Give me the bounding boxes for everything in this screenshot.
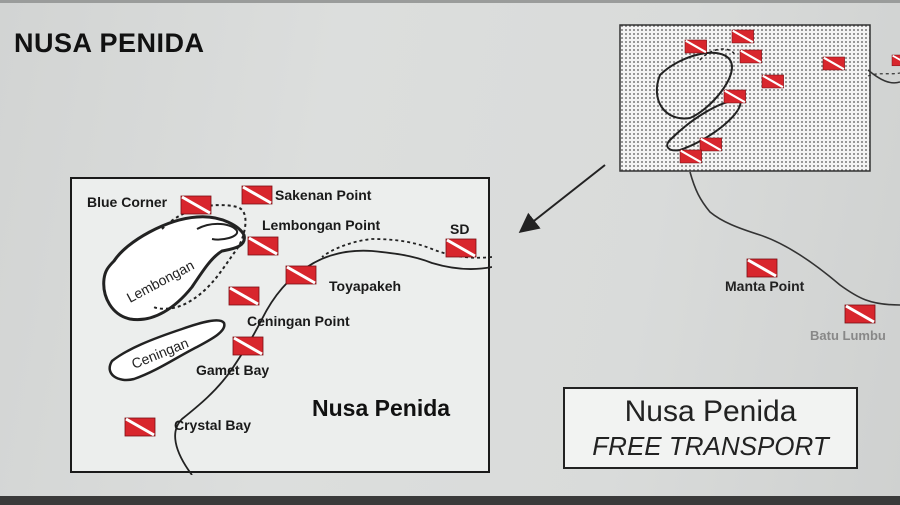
promo-title: Nusa Penida: [624, 395, 797, 428]
label-toyapakeh: Toyapakeh: [329, 278, 402, 294]
flag-crystal-bay: [123, 416, 157, 438]
flag-sd: [444, 237, 478, 259]
overview-island-lembongan: [655, 51, 733, 120]
label-blue-corner: Blue Corner: [87, 194, 168, 210]
promo-box: Nusa Penida FREE TRANSPORT: [563, 387, 858, 469]
overview-flag: [891, 54, 900, 67]
overview-flag: [722, 88, 747, 105]
label-ceningan-point: Ceningan Point: [247, 313, 350, 329]
sheet-top-edge: [0, 0, 900, 3]
overview-flag: [683, 38, 708, 55]
flag-ceningan-point: [227, 285, 261, 307]
flag-gamet-bay: [231, 335, 265, 357]
overview-flag: [698, 136, 723, 153]
overview-island-ceningan: [666, 98, 742, 152]
sheet-bottom-edge: [0, 496, 900, 505]
overview-flag: [760, 73, 785, 90]
promo-subtitle: FREE TRANSPORT: [592, 431, 829, 461]
label-crystal-bay: Crystal Bay: [174, 417, 252, 433]
label-sakenan-point: Sakenan Point: [275, 187, 372, 203]
flag-blue-corner: [179, 194, 213, 216]
reef-line-top: [867, 72, 900, 77]
inset-map-graphics: Lembongan Ceningan: [102, 184, 492, 475]
reef-line-lembongan: [153, 204, 247, 310]
coastline-top: [867, 69, 900, 84]
inset-map: Lembongan Ceningan Blue Corner Sakenan P…: [70, 177, 492, 475]
lembongan-inlet: [196, 223, 239, 241]
flag-lembongan-point: [246, 235, 280, 257]
page-title: NUSA PENIDA: [14, 28, 205, 58]
island-lembongan: [102, 215, 246, 322]
overview-flag: [738, 48, 763, 65]
overview-reef-line: [699, 48, 736, 61]
label-gamet-bay: Gamet Bay: [196, 362, 270, 378]
island-ceningan: [108, 319, 226, 382]
label-batu-lumbu: Batu Lumbu: [810, 328, 886, 343]
overview-flag: [730, 28, 755, 45]
batu-lumbu-flag: [843, 303, 877, 325]
flag-toyapakeh: [284, 264, 318, 286]
overview-flag: [678, 148, 703, 165]
pointer-arrow: [518, 164, 606, 233]
label-manta-point: Manta Point: [725, 278, 805, 294]
label-lembongan-point: Lembongan Point: [262, 217, 381, 233]
inset-map-title: Nusa Penida: [312, 395, 451, 421]
overview-flag: [821, 55, 846, 72]
label-sd: SD: [450, 221, 470, 237]
manta-point-flag: [745, 257, 779, 279]
flag-sakenan-point: [240, 184, 274, 206]
coastline-nusa-penida: [174, 249, 492, 475]
coastline-main: [689, 171, 900, 306]
